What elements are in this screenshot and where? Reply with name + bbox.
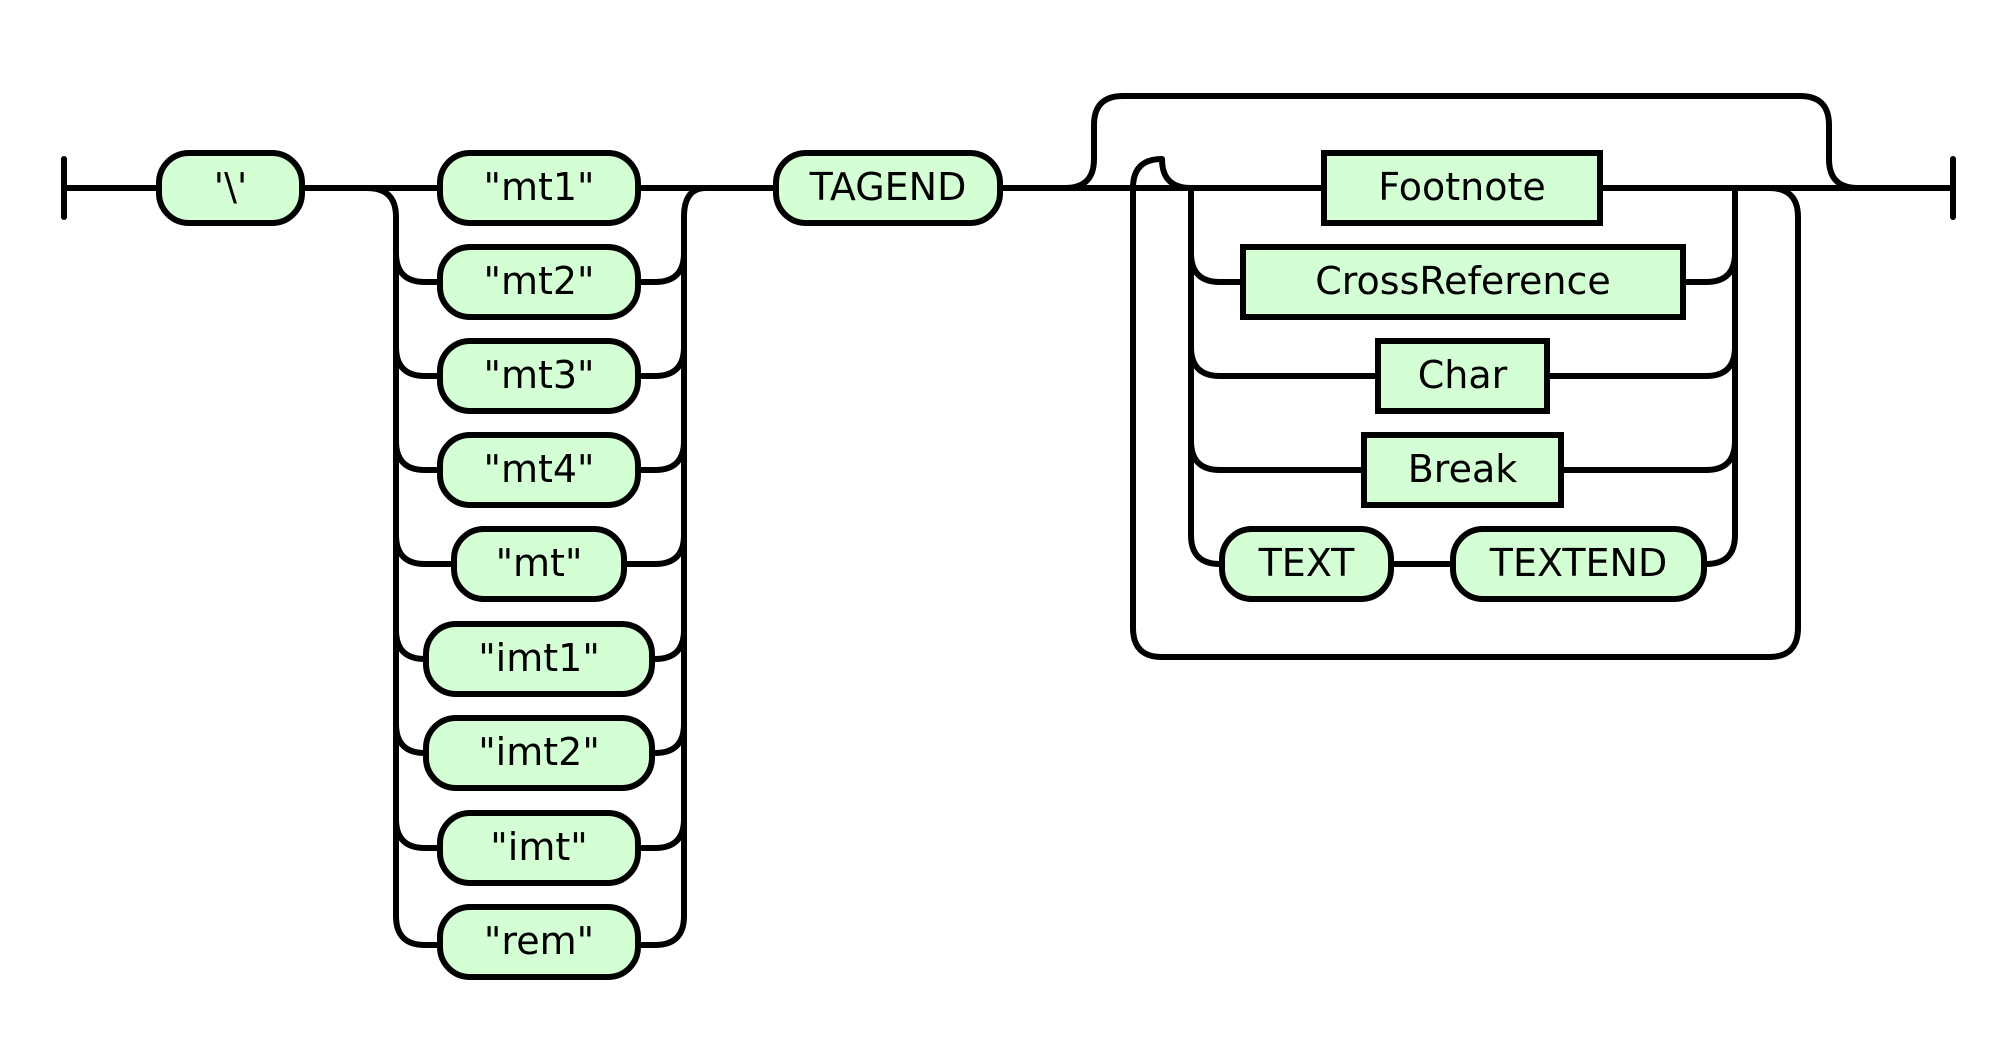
terminal-label: '\' bbox=[214, 165, 248, 209]
terminal-imt1: "imt1" bbox=[423, 621, 655, 697]
terminal-textend: TEXTEND bbox=[1450, 526, 1707, 602]
terminal-label: "mt4" bbox=[483, 447, 594, 491]
terminal-backslash: '\' bbox=[156, 150, 305, 226]
terminal-imt: "imt" bbox=[437, 810, 641, 886]
terminal-label: TEXT bbox=[1258, 541, 1356, 585]
terminal-mt4: "mt4" bbox=[437, 432, 641, 508]
terminal-label: "imt" bbox=[490, 825, 587, 869]
terminal-label: "mt1" bbox=[483, 165, 594, 209]
nonterminal-char: Char bbox=[1375, 338, 1550, 414]
terminal-mt: "mt" bbox=[451, 526, 627, 602]
terminal-rem: "rem" bbox=[437, 904, 641, 980]
nonterminal-label: Char bbox=[1418, 353, 1508, 397]
nonterminal-label: Footnote bbox=[1378, 165, 1546, 209]
terminal-text: TEXT bbox=[1219, 526, 1394, 602]
nonterminal-break: Break bbox=[1361, 432, 1564, 508]
terminal-label: "mt" bbox=[496, 541, 583, 585]
terminal-imt2: "imt2" bbox=[423, 715, 655, 791]
terminal-label: "mt3" bbox=[483, 353, 594, 397]
terminal-tagend: TAGEND bbox=[773, 150, 1003, 226]
terminal-mt1: "mt1" bbox=[437, 150, 641, 226]
terminal-mt3: "mt3" bbox=[437, 338, 641, 414]
nonterminal-crossreference: CrossReference bbox=[1240, 244, 1686, 320]
nonterminal-label: Break bbox=[1408, 447, 1518, 491]
nonterminal-label: CrossReference bbox=[1315, 259, 1611, 303]
track-lines bbox=[61, 93, 1956, 948]
terminal-label: "mt2" bbox=[483, 259, 594, 303]
terminal-label: "rem" bbox=[484, 919, 594, 963]
terminal-label: "imt1" bbox=[478, 636, 600, 680]
nonterminal-footnote: Footnote bbox=[1321, 150, 1603, 226]
terminal-label: "imt2" bbox=[478, 730, 600, 774]
terminal-mt2: "mt2" bbox=[437, 244, 641, 320]
terminal-label: TAGEND bbox=[809, 165, 967, 209]
terminal-label: TEXTEND bbox=[1489, 541, 1668, 585]
